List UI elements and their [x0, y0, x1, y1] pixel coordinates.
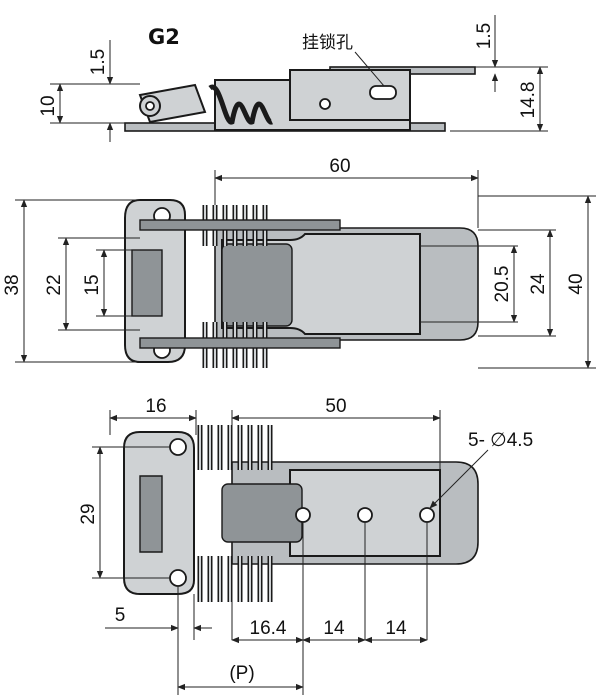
side-spring: [208, 84, 273, 125]
dim-1-5-left: 1.5: [88, 49, 109, 75]
bottom-spring-upper: [197, 425, 273, 470]
mount-hole-2: [357, 507, 373, 523]
dim-22: 22: [44, 274, 65, 295]
hole-note: 5- ∅4.5: [468, 430, 533, 451]
dim-38: 38: [2, 274, 23, 295]
dim-14-8: 14.8: [518, 82, 539, 119]
mount-hole-3: [419, 507, 435, 523]
dim-1-5-right: 1.5: [474, 23, 495, 49]
bottom-view: 16 50 5- ∅4.5 29 5 16.4 14 14 (: [78, 396, 533, 695]
dim-50: 50: [325, 396, 346, 417]
dim-20-5: 20.5: [492, 266, 513, 303]
dim-14-a: 14: [323, 618, 345, 639]
dim-40: 40: [566, 273, 587, 294]
dim-5: 5: [115, 605, 126, 626]
dim-14-b: 14: [385, 618, 407, 639]
dim-24: 24: [528, 273, 549, 295]
dim-p: (P): [229, 663, 254, 684]
side-view: 挂锁孔 1.5 10 1.5 14.8: [38, 15, 548, 142]
mount-hole-1: [295, 507, 311, 523]
dim-10: 10: [38, 95, 59, 116]
dim-16: 16: [145, 396, 166, 417]
bottom-spring-lower: [197, 556, 273, 602]
model-title: G2: [148, 25, 180, 49]
dim-60: 60: [329, 156, 350, 177]
padlock-hole-label: 挂锁孔: [302, 33, 353, 53]
dim-15: 15: [82, 274, 103, 295]
dim-29: 29: [78, 503, 99, 524]
padlock-slot: [369, 85, 397, 100]
top-view: 60 38 22 15 20.5 24 40: [2, 156, 596, 369]
dim-16-4: 16.4: [250, 618, 287, 639]
